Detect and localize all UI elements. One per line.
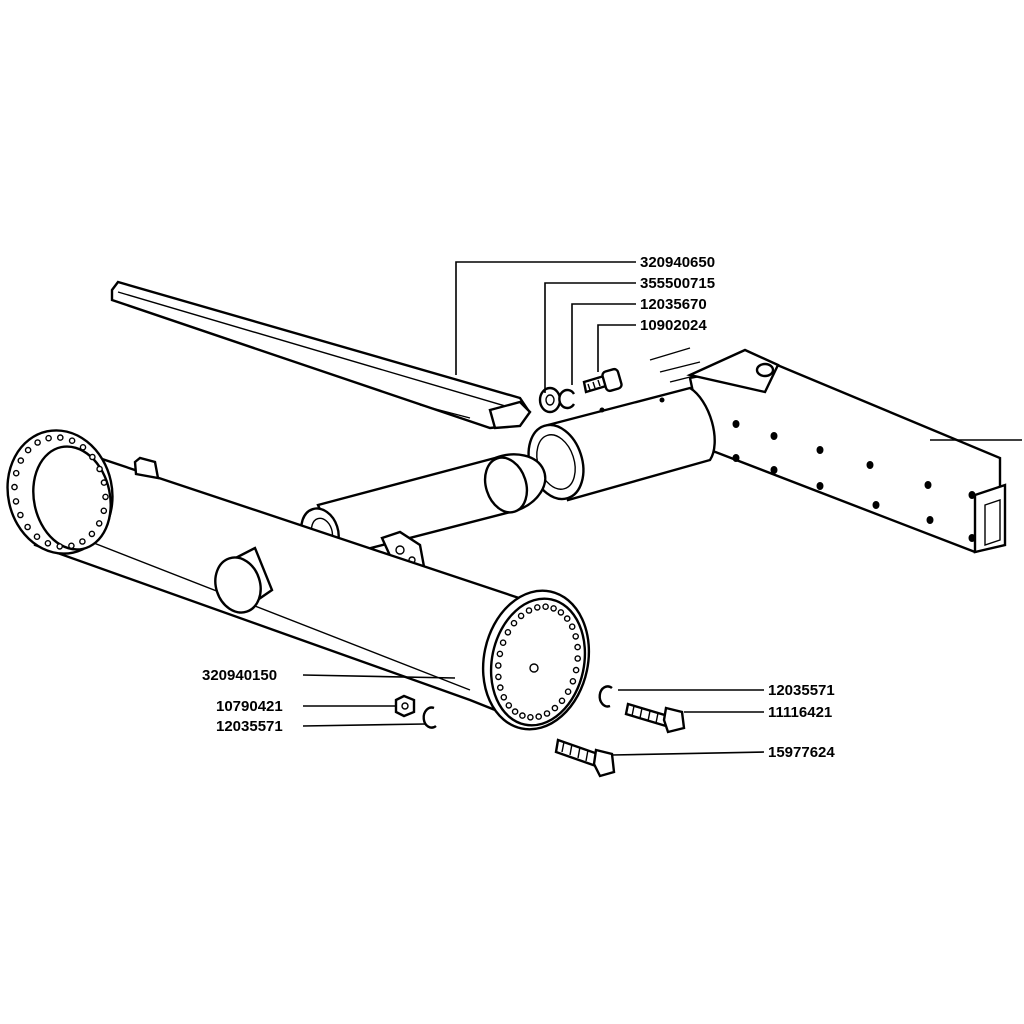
hole bbox=[926, 516, 934, 524]
flange-hole bbox=[494, 662, 502, 669]
flange-hole bbox=[534, 604, 541, 611]
flange-hole bbox=[24, 523, 31, 531]
label-15977624: 15977624 bbox=[768, 744, 835, 761]
nut-10790421 bbox=[394, 694, 416, 718]
flange-hole bbox=[550, 605, 557, 612]
flange-hole bbox=[17, 457, 25, 464]
flange-hole bbox=[96, 465, 103, 473]
flange-hole bbox=[11, 483, 18, 491]
hole bbox=[866, 461, 874, 469]
flange-hole bbox=[574, 643, 581, 651]
lock-washer-12035571-right bbox=[598, 685, 613, 708]
label-10902024: 10902024 bbox=[640, 317, 707, 334]
flange-hole bbox=[100, 507, 108, 515]
flange-hole bbox=[12, 498, 20, 505]
flange-hole bbox=[79, 538, 86, 545]
right-flange bbox=[481, 589, 591, 731]
label-11116421: 11116421 bbox=[768, 704, 832, 721]
hole bbox=[816, 482, 824, 490]
flange-hole bbox=[496, 684, 504, 691]
flange-hole bbox=[88, 530, 96, 538]
hole bbox=[968, 534, 976, 542]
flange-hole bbox=[12, 469, 20, 477]
flange-hole bbox=[527, 714, 534, 721]
hole bbox=[770, 466, 778, 474]
leader-lines bbox=[302, 261, 765, 756]
washer-355500715 bbox=[538, 386, 562, 414]
channel-profile-320940650 bbox=[110, 280, 532, 430]
flange-hole bbox=[551, 704, 559, 712]
flange-hole bbox=[33, 533, 41, 541]
flange-hole bbox=[569, 678, 577, 685]
flange-hole bbox=[525, 607, 533, 614]
flange-hole bbox=[499, 639, 507, 647]
flange-hole bbox=[519, 712, 526, 719]
flange-hole bbox=[535, 713, 543, 720]
flange-hole bbox=[543, 710, 551, 717]
lock-washer-12035670 bbox=[558, 388, 576, 410]
flange-hole bbox=[500, 694, 508, 701]
bolt-10902024 bbox=[582, 367, 623, 394]
label-320940150: 320940150 bbox=[202, 667, 277, 684]
hole bbox=[816, 446, 824, 454]
cross-shaft bbox=[300, 453, 547, 577]
right-flange-holes bbox=[494, 603, 582, 721]
flange-hole bbox=[56, 543, 64, 550]
center-hub bbox=[214, 546, 274, 614]
flange-hole bbox=[68, 437, 76, 445]
flange-hole bbox=[511, 708, 519, 715]
flange-hole bbox=[100, 479, 108, 486]
flange-hole bbox=[505, 702, 513, 709]
flange-hole bbox=[34, 439, 41, 446]
label-320940650: 320940650 bbox=[640, 254, 715, 271]
flange-hole bbox=[557, 609, 565, 616]
label-12035571-right: 12035571 bbox=[768, 682, 835, 699]
flange-hole bbox=[89, 453, 96, 461]
hole bbox=[872, 501, 880, 509]
flange-hole bbox=[95, 520, 103, 527]
hole bbox=[968, 491, 976, 499]
flange-hole bbox=[504, 629, 512, 636]
left-flange bbox=[6, 429, 114, 555]
flange-hole bbox=[574, 655, 582, 662]
flange-hole bbox=[517, 612, 525, 620]
flange-hole bbox=[572, 666, 580, 674]
flange-hole bbox=[542, 603, 549, 611]
flange-hole bbox=[102, 493, 109, 501]
flange-hole bbox=[57, 434, 64, 441]
label-12035571-left: 12035571 bbox=[216, 718, 283, 735]
label-12035670: 12035670 bbox=[640, 296, 707, 313]
flange-hole bbox=[510, 619, 518, 627]
flange-hole bbox=[563, 615, 571, 622]
flange-hole bbox=[558, 697, 566, 705]
flange-hole bbox=[496, 650, 504, 658]
flange-hole bbox=[45, 434, 52, 442]
flange-hole bbox=[572, 633, 580, 640]
lock-washer-12035571-left bbox=[422, 706, 437, 729]
label-10790421: 10790421 bbox=[216, 698, 283, 715]
flange-hole bbox=[44, 540, 52, 547]
hole bbox=[924, 481, 932, 489]
flange-hole bbox=[17, 511, 24, 519]
flange-hole bbox=[568, 623, 576, 631]
frame-beam-bolt-holes bbox=[732, 420, 976, 542]
frame-beam bbox=[649, 347, 1022, 554]
hole bbox=[732, 454, 740, 462]
left-flange-holes bbox=[11, 434, 109, 550]
hole bbox=[732, 420, 740, 428]
flange-hole bbox=[24, 446, 32, 454]
label-355500715: 355500715 bbox=[640, 275, 715, 292]
flange-hole bbox=[79, 443, 87, 451]
bolt-11116421 bbox=[624, 702, 686, 734]
flange-hole bbox=[68, 542, 75, 550]
flange-hole bbox=[495, 673, 502, 681]
bolt-15977624 bbox=[554, 738, 616, 778]
flange-hole bbox=[564, 688, 572, 696]
hole bbox=[770, 432, 778, 440]
